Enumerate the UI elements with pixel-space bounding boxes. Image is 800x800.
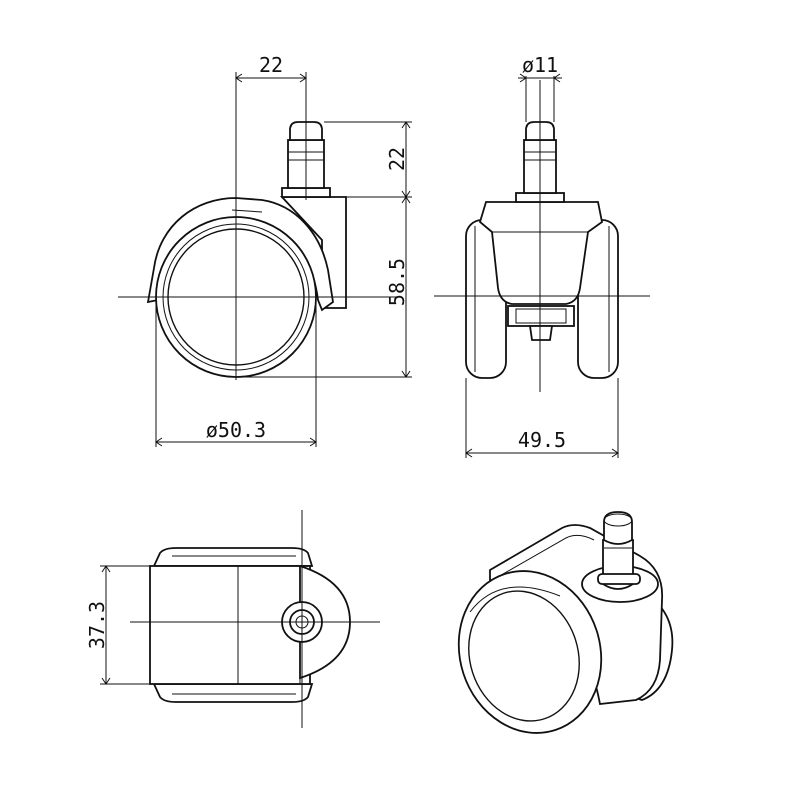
bottom-tyre-top — [152, 547, 314, 567]
dim-stem-offset: 22 — [259, 53, 283, 77]
side-view: 22 22 58.5 ø50.3 — [118, 53, 412, 447]
iso-view — [457, 511, 674, 734]
dim-stem-diameter: ø11 — [522, 53, 558, 77]
iso-wheel-inner — [468, 590, 580, 722]
iso-wheel-outer — [457, 570, 603, 734]
dim-wheel-diameter: ø50.3 — [206, 418, 266, 442]
front-view: ø11 49.5 — [434, 53, 650, 458]
bottom-tyre-bottom — [152, 683, 314, 703]
dim-bottom-height: 37.3 — [85, 601, 109, 649]
dim-total-height: 58.5 — [385, 258, 409, 306]
dim-overall-width: 49.5 — [518, 428, 566, 452]
front-body — [478, 201, 603, 305]
dim-stem-length: 22 — [385, 147, 409, 171]
bottom-view: 37.3 — [85, 510, 380, 728]
